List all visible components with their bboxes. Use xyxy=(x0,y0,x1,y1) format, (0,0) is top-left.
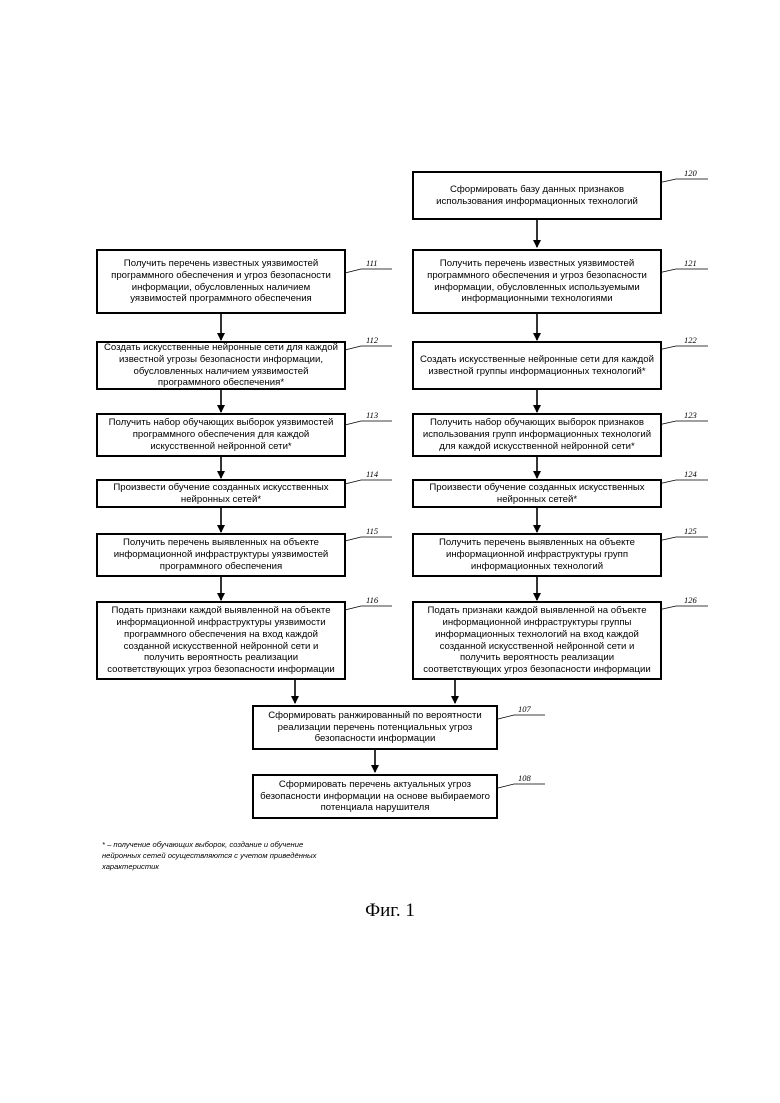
step-123-box: Получить набор обучающих выборок признак… xyxy=(412,413,662,457)
step-121-box: Получить перечень известных уязвимостей … xyxy=(412,249,662,314)
label-122: 122 xyxy=(684,335,697,345)
step-126-box: Подать признаки каждой выявленной на объ… xyxy=(412,601,662,680)
step-108-box: Сформировать перечень актуальных угроз б… xyxy=(252,774,498,819)
step-125-box: Получить перечень выявленных на объекте … xyxy=(412,533,662,577)
label-115: 115 xyxy=(366,526,378,536)
figure-caption: Фиг. 1 xyxy=(0,900,780,922)
label-124: 124 xyxy=(684,469,697,479)
label-114: 114 xyxy=(366,469,378,479)
label-112: 112 xyxy=(366,335,378,345)
label-107: 107 xyxy=(518,704,531,714)
step-124-box: Произвести обучение созданных искусствен… xyxy=(412,479,662,508)
label-113: 113 xyxy=(366,410,378,420)
label-125: 125 xyxy=(684,526,697,536)
step-107-box: Сформировать ранжированный по вероятност… xyxy=(252,705,498,750)
step-111-box: Получить перечень известных уязвимостей … xyxy=(96,249,346,314)
label-108: 108 xyxy=(518,773,531,783)
label-123: 123 xyxy=(684,410,697,420)
label-120: 120 xyxy=(684,168,697,178)
step-116-box: Подать признаки каждой выявленной на объ… xyxy=(96,601,346,680)
label-126: 126 xyxy=(684,595,697,605)
step-112-box: Создать искусственные нейронные сети для… xyxy=(96,341,346,390)
label-121: 121 xyxy=(684,258,697,268)
footnote: * – получение обучающих выборок, создани… xyxy=(102,839,342,872)
step-115-box: Получить перечень выявленных на объекте … xyxy=(96,533,346,577)
step-122-box: Создать искусственные нейронные сети для… xyxy=(412,341,662,390)
step-113-box: Получить набор обучающих выборок уязвимо… xyxy=(96,413,346,457)
step-114-box: Произвести обучение созданных искусствен… xyxy=(96,479,346,508)
step-120-box: Сформировать базу данных признаков испол… xyxy=(412,171,662,220)
label-111: 111 xyxy=(366,258,378,268)
label-116: 116 xyxy=(366,595,378,605)
